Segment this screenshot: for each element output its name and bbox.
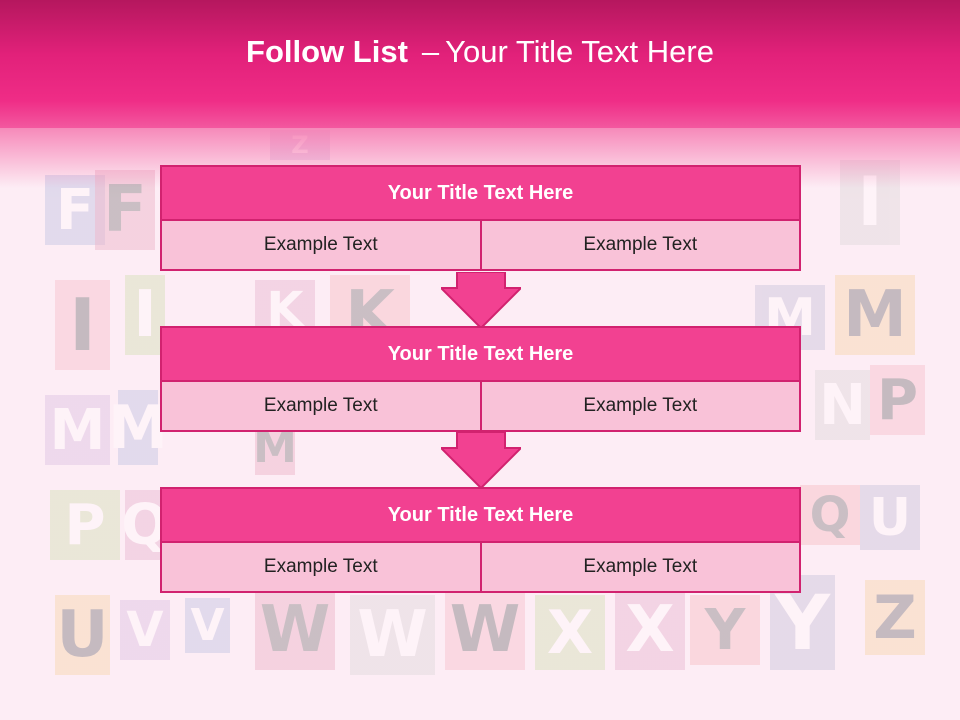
background-letter-tile: P — [870, 365, 925, 435]
background-letter-tile: U — [860, 485, 920, 550]
background-letter-tile: I — [55, 280, 110, 370]
step-1-cell-right: Example Text — [481, 221, 801, 271]
background-letter-tile: I — [125, 275, 165, 355]
step-block-1: Your Title Text Here Example Text Exampl… — [160, 165, 801, 271]
step-block-3: Your Title Text Here Example Text Exampl… — [160, 487, 801, 593]
step-row-2: Example Text Example Text — [160, 382, 801, 432]
step-title-1: Your Title Text Here — [160, 165, 801, 221]
background-letter-tile: X — [615, 590, 685, 670]
title-rest-part: Your Title Text Here — [445, 34, 714, 69]
background-letter-tile: M — [835, 275, 915, 355]
background-letter-tile: M — [45, 395, 110, 465]
title-dash: – — [421, 34, 440, 69]
step-block-2: Your Title Text Here Example Text Exampl… — [160, 326, 801, 432]
background-letter-tile: W — [350, 595, 435, 675]
step-1-cell-left: Example Text — [160, 221, 482, 271]
step-row-1: Example Text Example Text — [160, 221, 801, 271]
step-2-cell-right: Example Text — [481, 382, 801, 432]
background-letter-tile: M — [108, 390, 168, 465]
slide-title: Follow List–Your Title Text Here — [246, 34, 714, 70]
background-letter-tile: U — [55, 595, 110, 675]
step-title-2: Your Title Text Here — [160, 326, 801, 382]
step-3-cell-right: Example Text — [481, 543, 801, 593]
background-letter-tile: Q — [800, 485, 860, 545]
background-letter-tile: W — [445, 590, 525, 670]
title-bold-part: Follow List — [246, 34, 408, 69]
background-letter-tile: Z — [865, 580, 925, 655]
step-3-cell-left: Example Text — [160, 543, 482, 593]
background-letter-tile: Y — [690, 595, 760, 665]
step-2-cell-left: Example Text — [160, 382, 482, 432]
background-letter-tile: N — [815, 370, 870, 440]
background-letter-tile: P — [50, 490, 120, 560]
background-letter-tile: X — [535, 595, 605, 670]
down-arrow-icon — [441, 432, 521, 488]
step-row-3: Example Text Example Text — [160, 543, 801, 593]
step-title-3: Your Title Text Here — [160, 487, 801, 543]
background-letter-tile: V — [120, 600, 170, 660]
background-letter-tile: V — [185, 598, 230, 653]
title-band: Follow List–Your Title Text Here — [0, 0, 960, 128]
background-letter-tile: W — [255, 590, 335, 670]
down-arrow-icon — [441, 272, 521, 328]
